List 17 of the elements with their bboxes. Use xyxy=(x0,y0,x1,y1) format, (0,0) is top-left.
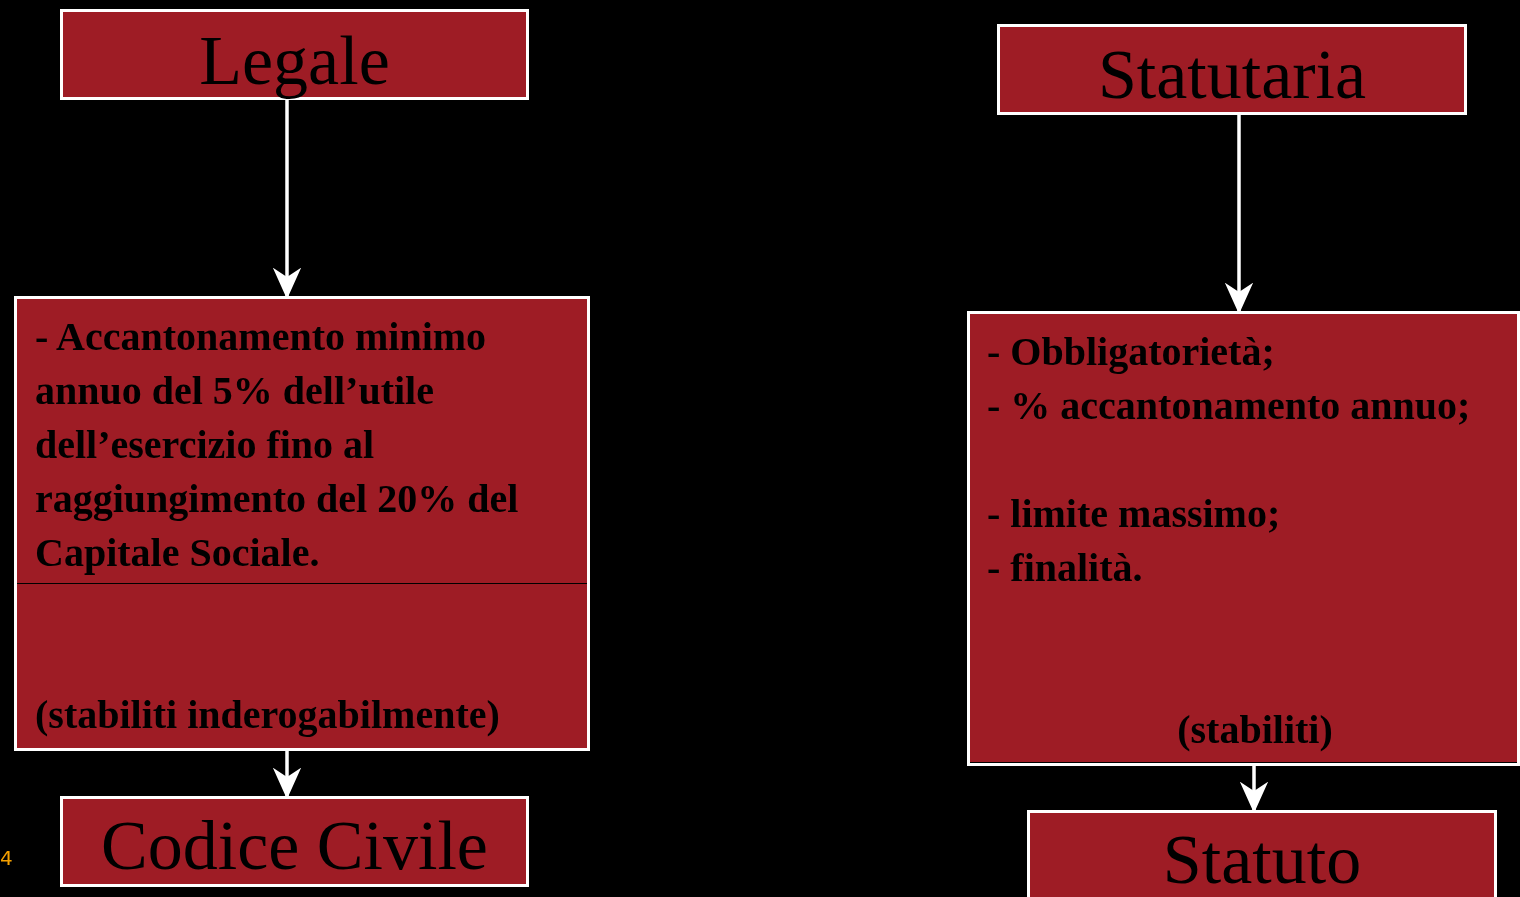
title-box xyxy=(997,24,1467,115)
box-text: (stabiliti inderogabilmente) xyxy=(35,691,501,739)
box-text: (stabiliti) xyxy=(1176,706,1334,754)
title-box xyxy=(1027,810,1497,897)
title-box xyxy=(60,9,529,100)
box-text: - Accantonamento minimo annuo del 5% dell’utile dell’esercizio fino al raggiungimento del 20% del Capitale Sociale. xyxy=(35,313,520,577)
content-box xyxy=(14,296,590,751)
box-text: - limite massimo; xyxy=(987,490,1282,538)
box-text: - finalità. xyxy=(987,544,1144,592)
box-title: Codice Civile xyxy=(100,811,489,881)
box-title: Statutaria xyxy=(1096,40,1368,110)
box-text: - % accantonamento annuo; xyxy=(987,382,1472,430)
content-box xyxy=(967,311,1520,766)
title-box xyxy=(60,796,529,887)
box-text: - Obbligatorietà; xyxy=(987,328,1276,376)
page-number: 4 xyxy=(0,846,13,870)
box-title: Statuto xyxy=(1161,825,1363,895)
